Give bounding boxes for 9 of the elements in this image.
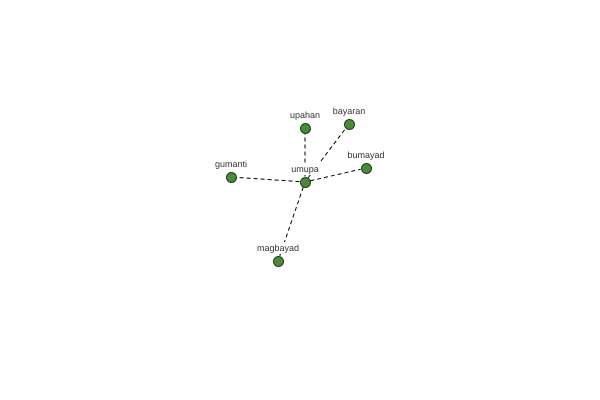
node-label: bumayad — [346, 149, 386, 161]
dashed-connector — [310, 168, 362, 182]
node-label: gumanti — [214, 158, 248, 170]
node-label: magbayad — [256, 242, 300, 254]
node-label: upahan — [288, 109, 322, 121]
dashed-connector — [308, 128, 346, 178]
node-label: bayaran — [332, 105, 366, 117]
dashed-connector — [279, 186, 304, 256]
node-label: umupa — [290, 163, 320, 175]
